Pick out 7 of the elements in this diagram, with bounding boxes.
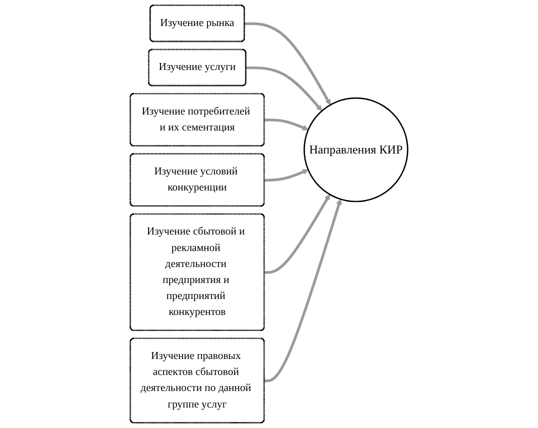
- arrow: [264, 118, 308, 130]
- arrow: [246, 66, 322, 112]
- arrow: [244, 22, 331, 106]
- arrow: [264, 194, 330, 274]
- arrow: [264, 169, 308, 182]
- node-circle: Направления КИР: [304, 97, 408, 202]
- arrow: [264, 198, 342, 382]
